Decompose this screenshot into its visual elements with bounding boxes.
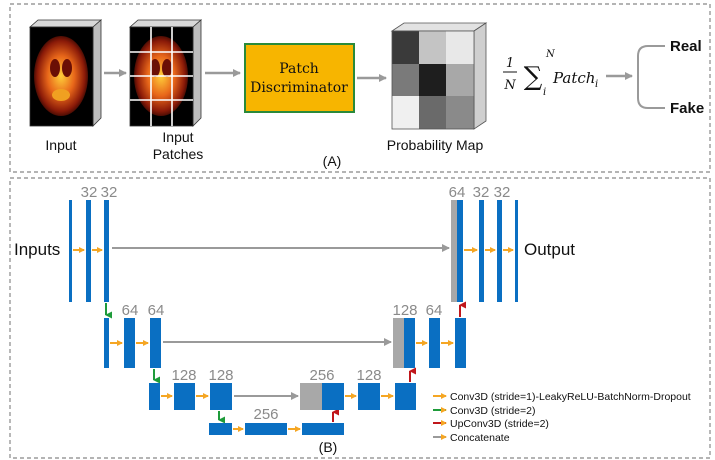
formula-sum-symbol: ∑: [524, 62, 543, 92]
channels-enc2-b: 64: [148, 302, 165, 319]
patches-label-line1: Input: [162, 129, 193, 145]
probability-map: [390, 22, 488, 130]
real-fake-bracket: [637, 45, 649, 109]
legend-item-conv3d-stride2: Conv3D (stride=2): [450, 405, 536, 417]
channels-enc3-b: 128: [208, 367, 233, 384]
channels-dec3-b: 128: [356, 367, 381, 384]
channels-enc3-a: 128: [171, 367, 196, 384]
formula-sum-top: N: [545, 49, 556, 60]
output-label: Output: [524, 240, 575, 259]
channels-dec1-b: 32: [473, 184, 490, 201]
enc3-block-0: [149, 383, 160, 410]
dec3-up-block: [322, 383, 344, 410]
enc1-block-b: [104, 200, 109, 302]
enc2-block-b: [150, 318, 161, 368]
average-formula: 1 N ∑ N i Patch i: [503, 49, 598, 98]
formula-sum-bottom: i: [543, 87, 546, 98]
panel-a-frame: [9, 3, 711, 173]
channels-enc1-a: 32: [81, 184, 98, 201]
output-block: [515, 200, 518, 302]
legend-item-upconv3d: UpConv3D (stride=2): [450, 418, 549, 430]
dec2-up-block: [404, 318, 415, 368]
channels-enc2-a: 64: [122, 302, 139, 319]
discriminator-label-line1: Patch: [279, 61, 319, 77]
dec1-block-a: [479, 200, 484, 302]
channels-dec2-b: 64: [426, 302, 443, 319]
bottleneck-block-0: [209, 423, 232, 435]
formula-term: Patch: [552, 69, 595, 87]
inputs-label: Inputs: [14, 240, 60, 259]
legend: Conv3D (stride=1)-LeakyReLU-BatchNorm-Dr…: [433, 391, 691, 444]
caption-a: (A): [323, 153, 342, 169]
dec2-block-b: [455, 318, 466, 368]
bottleneck-block-a: [245, 423, 287, 435]
dec2-concat-block: [393, 318, 404, 368]
patch-discriminator-box: [244, 43, 355, 113]
patch-grid: [130, 27, 193, 126]
real-label: Real: [670, 38, 702, 55]
patches-volume: [128, 19, 203, 127]
channels-enc1-b: 32: [101, 184, 118, 201]
formula-frac-num: 1: [506, 56, 514, 71]
discriminator-label-line2: Discriminator: [250, 80, 348, 96]
legend-item-conv3d-stride1: Conv3D (stride=1)-LeakyReLU-BatchNorm-Dr…: [450, 391, 691, 403]
dec1-concat-block: [451, 200, 457, 302]
enc3-block-b: [210, 383, 232, 410]
legend-item-concatenate: Concatenate: [450, 432, 510, 444]
formula-frac-den: N: [503, 78, 516, 93]
input-label: Input: [45, 137, 76, 153]
channels-bottleneck: 256: [253, 406, 278, 423]
enc2-block-0: [104, 318, 109, 368]
formula-term-sub: i: [595, 79, 598, 90]
channels-dec1-c: 32: [494, 184, 511, 201]
input-volume: [28, 19, 103, 127]
enc1-block-a: [86, 200, 91, 302]
dec1-block-b: [497, 200, 502, 302]
caption-b: (B): [319, 439, 338, 455]
enc1-input-block: [69, 200, 72, 302]
dec3-block-a: [358, 383, 380, 410]
channels-dec3-a: 256: [309, 367, 334, 384]
enc3-block-a: [174, 383, 195, 410]
channels-dec2-a: 128: [392, 302, 417, 319]
panel-b-frame: [9, 177, 711, 459]
dec2-block-a: [429, 318, 440, 368]
fake-label: Fake: [670, 100, 704, 117]
dec3-concat-block: [300, 383, 322, 410]
channels-dec1-a: 64: [449, 184, 466, 201]
dec1-up-block: [457, 200, 463, 302]
patches-label-line2: Patches: [153, 146, 204, 162]
bottleneck-block-b: [302, 423, 344, 435]
dec3-block-b: [395, 383, 416, 410]
enc2-block-a: [124, 318, 135, 368]
probability-map-label: Probability Map: [387, 137, 484, 153]
